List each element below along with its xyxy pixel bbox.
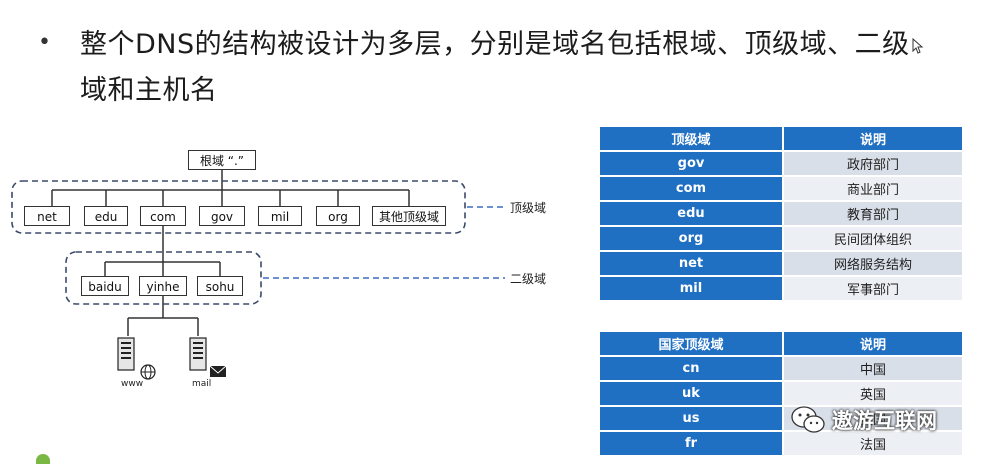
domain-cell: uk — [600, 382, 784, 405]
watermark-text: 遨游互联网 — [832, 409, 937, 433]
domain-cell: us — [600, 407, 784, 430]
description-cell: 法国 — [784, 432, 962, 455]
www-server-label: www — [121, 379, 144, 389]
tld-node: gov — [199, 206, 245, 226]
description-cell: 美国 — [784, 407, 962, 430]
mail-server-label: mail — [192, 379, 212, 389]
watermark: 遨游互联网 — [790, 400, 937, 440]
description-cell: 政府部门 — [784, 152, 962, 175]
tree-connectors — [11, 170, 505, 336]
bullet-marker: • — [38, 30, 51, 55]
description-cell: 网络服务结构 — [784, 252, 962, 275]
description-cell: 商业部门 — [784, 177, 962, 200]
domain-cell: cn — [600, 357, 784, 380]
column-header: 说明 — [784, 127, 962, 150]
domain-cell: mil — [600, 277, 784, 300]
decorative-leaf — [36, 454, 50, 464]
www-server-icon — [117, 337, 156, 380]
sld-node: yinhe — [139, 276, 187, 296]
mouse-cursor-icon — [912, 38, 924, 54]
top-level-group-label: 顶级域 — [510, 201, 547, 215]
description-cell: 英国 — [784, 382, 962, 405]
tld-node: org — [316, 206, 360, 226]
mail-server-icon — [189, 337, 227, 377]
table-header-row: 顶级域 说明 — [600, 127, 962, 150]
domain-cell: edu — [600, 202, 784, 225]
column-header: 顶级域 — [600, 127, 784, 150]
tld-node: com — [140, 206, 186, 226]
sld-node: baidu — [81, 276, 129, 296]
tld-node: 其他顶级域 — [372, 206, 446, 226]
domain-cell: org — [600, 227, 784, 250]
domain-cell: gov — [600, 152, 784, 175]
description-cell: 教育部门 — [784, 202, 962, 225]
second-level-group-label: 二级域 — [510, 272, 547, 286]
wechat-icon — [791, 406, 825, 433]
domain-cell: com — [600, 177, 784, 200]
column-header: 说明 — [784, 332, 962, 355]
root-domain-node: 根域 “.” — [188, 150, 256, 170]
description-cell: 民间团体组织 — [784, 227, 962, 250]
domain-cell: fr — [600, 432, 784, 455]
heading-line-2: 域和主机名 — [80, 75, 218, 106]
sld-node: sohu — [197, 276, 243, 296]
heading-line-1: 整个DNS的结构被设计为多层，分别是域名包括根域、顶级域、二级 — [80, 29, 910, 60]
description-cell: 中国 — [784, 357, 962, 380]
tld-node: net — [24, 206, 70, 226]
column-header: 国家顶级域 — [600, 332, 784, 355]
slide-heading: 整个DNS的结构被设计为多层，分别是域名包括根域、顶级域、二级 域和主机名 — [80, 22, 960, 114]
description-cell: 军事部门 — [784, 277, 962, 300]
table-header-row: 国家顶级域 说明 — [600, 332, 962, 355]
tld-node: edu — [84, 206, 128, 226]
domain-cell: net — [600, 252, 784, 275]
tld-node: mil — [258, 206, 302, 226]
dns-tree-diagram: 根域 “.” net edu com gov mil org 其他顶级域 bai… — [11, 150, 547, 389]
